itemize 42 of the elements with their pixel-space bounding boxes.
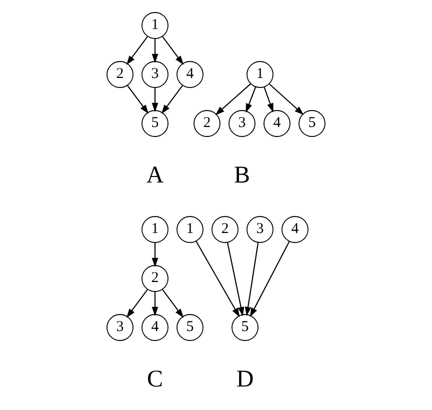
label: B bbox=[234, 162, 250, 189]
node-circle: 4 bbox=[176, 61, 204, 88]
arrow bbox=[126, 85, 149, 114]
node-circle: 5 bbox=[176, 314, 204, 341]
node-circle: 2 bbox=[142, 265, 168, 292]
node-circle: 4 bbox=[282, 216, 308, 243]
node-circle: 4 bbox=[264, 110, 290, 137]
arrow bbox=[152, 292, 158, 316]
label: C bbox=[146, 366, 164, 393]
arrow bbox=[215, 83, 252, 116]
arrow bbox=[162, 289, 184, 318]
arrow bbox=[264, 86, 274, 112]
arrow bbox=[152, 38, 158, 64]
node-circle: 3 bbox=[228, 110, 256, 137]
node-circle: 1 bbox=[246, 61, 274, 88]
arrow bbox=[162, 36, 184, 65]
node-circle: 3 bbox=[106, 314, 134, 341]
arrow bbox=[152, 242, 158, 268]
node-circle: 4 bbox=[142, 314, 168, 341]
arrow bbox=[161, 85, 184, 114]
arrow bbox=[244, 242, 259, 316]
node-circle: 5 bbox=[232, 314, 258, 341]
node-circle: 1 bbox=[142, 216, 168, 243]
node-circle: 5 bbox=[142, 110, 168, 137]
node-circle: 1 bbox=[142, 12, 168, 39]
node-circle: 1 bbox=[176, 216, 204, 243]
node-circle: 2 bbox=[212, 216, 238, 243]
arrow bbox=[196, 240, 240, 318]
node-circle: 2 bbox=[194, 110, 220, 137]
arrow bbox=[126, 36, 148, 65]
node-circle: 5 bbox=[298, 110, 326, 137]
arrow bbox=[246, 86, 256, 113]
arrow bbox=[250, 241, 290, 318]
node-circle: 2 bbox=[106, 61, 134, 88]
arrow bbox=[226, 242, 244, 316]
arrow bbox=[126, 289, 148, 318]
label: A bbox=[146, 162, 164, 189]
arrow bbox=[269, 84, 304, 116]
node-circle: 3 bbox=[246, 216, 274, 243]
node-circle: 3 bbox=[142, 61, 168, 88]
label: D bbox=[236, 366, 254, 393]
arrow bbox=[152, 88, 158, 112]
